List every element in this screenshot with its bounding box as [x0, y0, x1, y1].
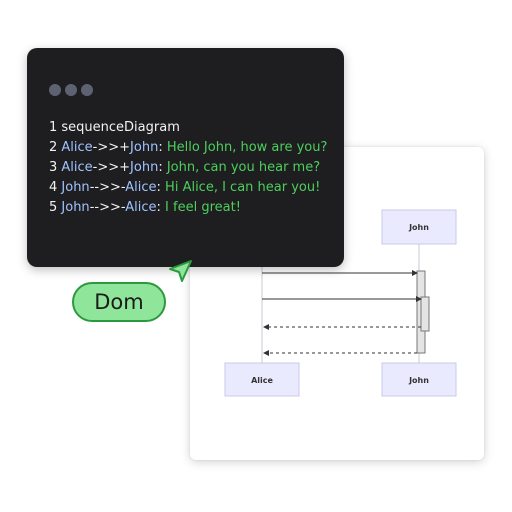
code-token-default: : [158, 140, 167, 155]
code-token-actor: Alice [61, 160, 93, 175]
code-token-message: John, can you hear me? [166, 160, 321, 175]
activation-bar-2 [420, 296, 430, 332]
code-token-actor: John [61, 180, 90, 195]
code-token-default: ->>+ [92, 160, 131, 175]
code-token-default: 4 [49, 180, 62, 195]
actor-label-john-bottom: John [408, 376, 429, 385]
code-token-default: ->>+ [92, 140, 131, 155]
code-token-actor: John [130, 140, 159, 155]
code-token-actor: Alice [125, 200, 157, 215]
code-token-default: -->>- [89, 200, 126, 215]
code-token-default: 5 [49, 200, 62, 215]
code-token-message: Hello John, how are you? [166, 140, 328, 155]
code-token-actor: Alice [61, 140, 93, 155]
window-dot-icon [65, 84, 77, 96]
actor-box-alice-bottom[interactable] [224, 362, 300, 397]
window-dot-icon [49, 84, 61, 96]
code-token-default: : [158, 160, 167, 175]
sequence-diagram: John Alice John [224, 209, 457, 397]
window-dot-icon [81, 84, 93, 96]
actor-label-john-top: John [408, 223, 429, 232]
code-token-message: I feel great! [165, 200, 241, 215]
code-token-default: : [156, 200, 166, 215]
code-token-default: 1 sequenceDiagram [49, 120, 180, 135]
actor-label-alice-bottom: Alice [251, 376, 273, 385]
window-controls [49, 84, 93, 96]
code-token-default: 2 [49, 140, 62, 155]
code-line[interactable]: 3 Alice->>+John: John, can you hear me? [49, 158, 327, 178]
collaborator-name-tag: Dom [72, 282, 166, 322]
code-token-default: 3 [49, 160, 62, 175]
code-token-default: : [156, 180, 166, 195]
code-line[interactable]: 5 John-->>-Alice: I feel great! [49, 198, 327, 218]
code-line[interactable]: 1 sequenceDiagram [49, 118, 327, 138]
code-token-message: Hi Alice, I can hear you! [165, 180, 321, 195]
code-token-default: -->>- [89, 180, 126, 195]
actor-box-john-top[interactable] [381, 209, 457, 245]
actor-box-john-bottom[interactable] [381, 362, 457, 397]
code-token-actor: John [130, 160, 159, 175]
code-token-actor: John [61, 200, 90, 215]
code-line[interactable]: 4 John-->>-Alice: Hi Alice, I can hear y… [49, 178, 327, 198]
code-line[interactable]: 2 Alice->>+John: Hello John, how are you… [49, 138, 327, 158]
code-token-actor: Alice [125, 180, 157, 195]
pointer-arrow-icon [169, 260, 192, 282]
